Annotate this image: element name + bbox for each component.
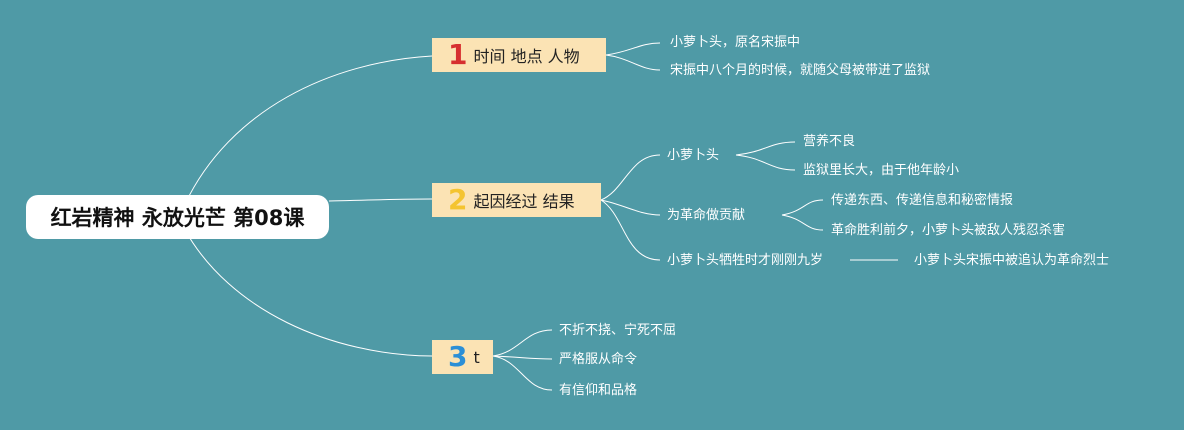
branch-2-sub-3-leaf-1: 小萝卜头宋振中被追认为革命烈士 xyxy=(914,253,1110,268)
branch-2-sub-2-leaf-2: 革命胜利前夕，小萝卜头被敌人残忍杀害 xyxy=(831,223,1066,238)
connector-b2-sub-1 xyxy=(600,154,661,201)
branch-2-sub-2: 为革命做贡献 xyxy=(667,208,746,223)
connector-b2-sub-2 xyxy=(600,199,661,216)
connector-b3-leaf-1 xyxy=(492,329,553,357)
branch-2-number: 2 xyxy=(448,183,468,216)
branch-2-sub-3: 小萝卜头牺牲时才刚刚九岁 xyxy=(667,253,824,268)
branch-2-sub-2-leaf-1: 传递东西、传递信息和秘密情报 xyxy=(831,193,1014,208)
connector-b3-leaf-2 xyxy=(492,355,553,360)
branch-2-label: 起因经过 结果 xyxy=(473,192,575,211)
connector-b1-leaf-2 xyxy=(605,54,661,71)
connector-b2-sub-3 xyxy=(600,199,661,261)
connector-root-branch-3 xyxy=(184,229,433,357)
branch-1-number: 1 xyxy=(448,38,468,71)
connector-s1-leaf-2 xyxy=(735,154,796,171)
branch-3-leaf-3: 有信仰和品格 xyxy=(559,383,638,398)
connector-s2-leaf-2 xyxy=(781,214,824,231)
root-node[interactable]: 红岩精神 永放光芒 第08课 xyxy=(26,195,329,239)
branch-1-label: 时间 地点 人物 xyxy=(473,47,580,66)
connector-root-branch-1 xyxy=(184,55,433,205)
branch-1-leaf-2: 宋振中八个月的时候，就随父母被带进了监狱 xyxy=(670,63,931,78)
branch-2-node[interactable]: 2 起因经过 结果 xyxy=(432,183,601,217)
branch-1-node[interactable]: 1 时间 地点 人物 xyxy=(432,38,606,72)
branch-3-leaf-1: 不折不挠、宁死不屈 xyxy=(559,323,677,338)
branch-2-sub-1: 小萝卜头 xyxy=(667,148,720,163)
branch-3-node[interactable]: 3 t xyxy=(432,340,493,374)
connector-s1-leaf-1 xyxy=(735,141,796,156)
branch-2-sub-1-leaf-1: 营养不良 xyxy=(803,134,856,149)
branch-1-leaf-1: 小萝卜头，原名宋振中 xyxy=(670,35,801,50)
branch-3-label: t xyxy=(473,347,480,367)
branch-2-sub-1-leaf-2: 监狱里长大，由于他年龄小 xyxy=(803,163,960,178)
branch-3-number: 3 xyxy=(448,340,468,373)
branch-3-leaf-2: 严格服从命令 xyxy=(559,352,638,367)
connector-root-branch-2 xyxy=(328,198,433,202)
root-title: 红岩精神 永放光芒 第08课 xyxy=(50,206,305,230)
connector-s2-leaf-1 xyxy=(781,199,824,216)
connector-b1-leaf-1 xyxy=(605,42,661,56)
connector-b3-leaf-3 xyxy=(492,355,553,391)
